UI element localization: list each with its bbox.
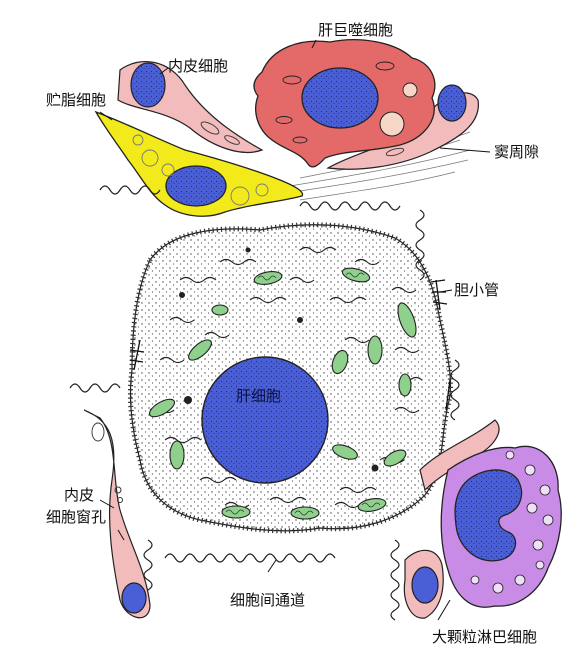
endothelial-cell-bottom-right [403,419,500,619]
hepatocyte [127,222,453,534]
kupffer-cell [253,39,436,168]
mitochondria [148,267,417,520]
label-fat-storing-cell: 贮脂细胞 [46,91,107,109]
label-fenestra-line1: 内皮 [64,486,95,504]
label-space-of-disse: 窦周隙 [494,143,540,161]
endothelial-nucleus [121,582,147,614]
bile-canaliculus [129,279,451,411]
label-bile-canaliculus: 胆小管 [454,281,500,299]
fat-storing-cell [94,110,304,217]
label-large-granular-lymphocyte: 大颗粒淋巴细胞 [432,628,538,646]
label-hepatocyte: 肝细胞 [236,387,282,405]
label-endothelial-cell: 内皮细胞 [168,57,229,75]
label-kupffer-cell: 肝巨噬细胞 [318,21,394,39]
label-fenestra-line2: 细胞窗孔 [46,508,107,526]
leader-lines [99,39,491,621]
granules [179,247,379,472]
endothelial-cell-bottom-left [83,409,151,619]
lymphocyte-granules [470,450,554,594]
endothelial-nucleus [411,566,439,604]
large-granular-lymphocyte [440,445,562,608]
label-intercellular-channel: 细胞间通道 [230,591,306,609]
endothelial-cell-top-left [117,61,264,154]
